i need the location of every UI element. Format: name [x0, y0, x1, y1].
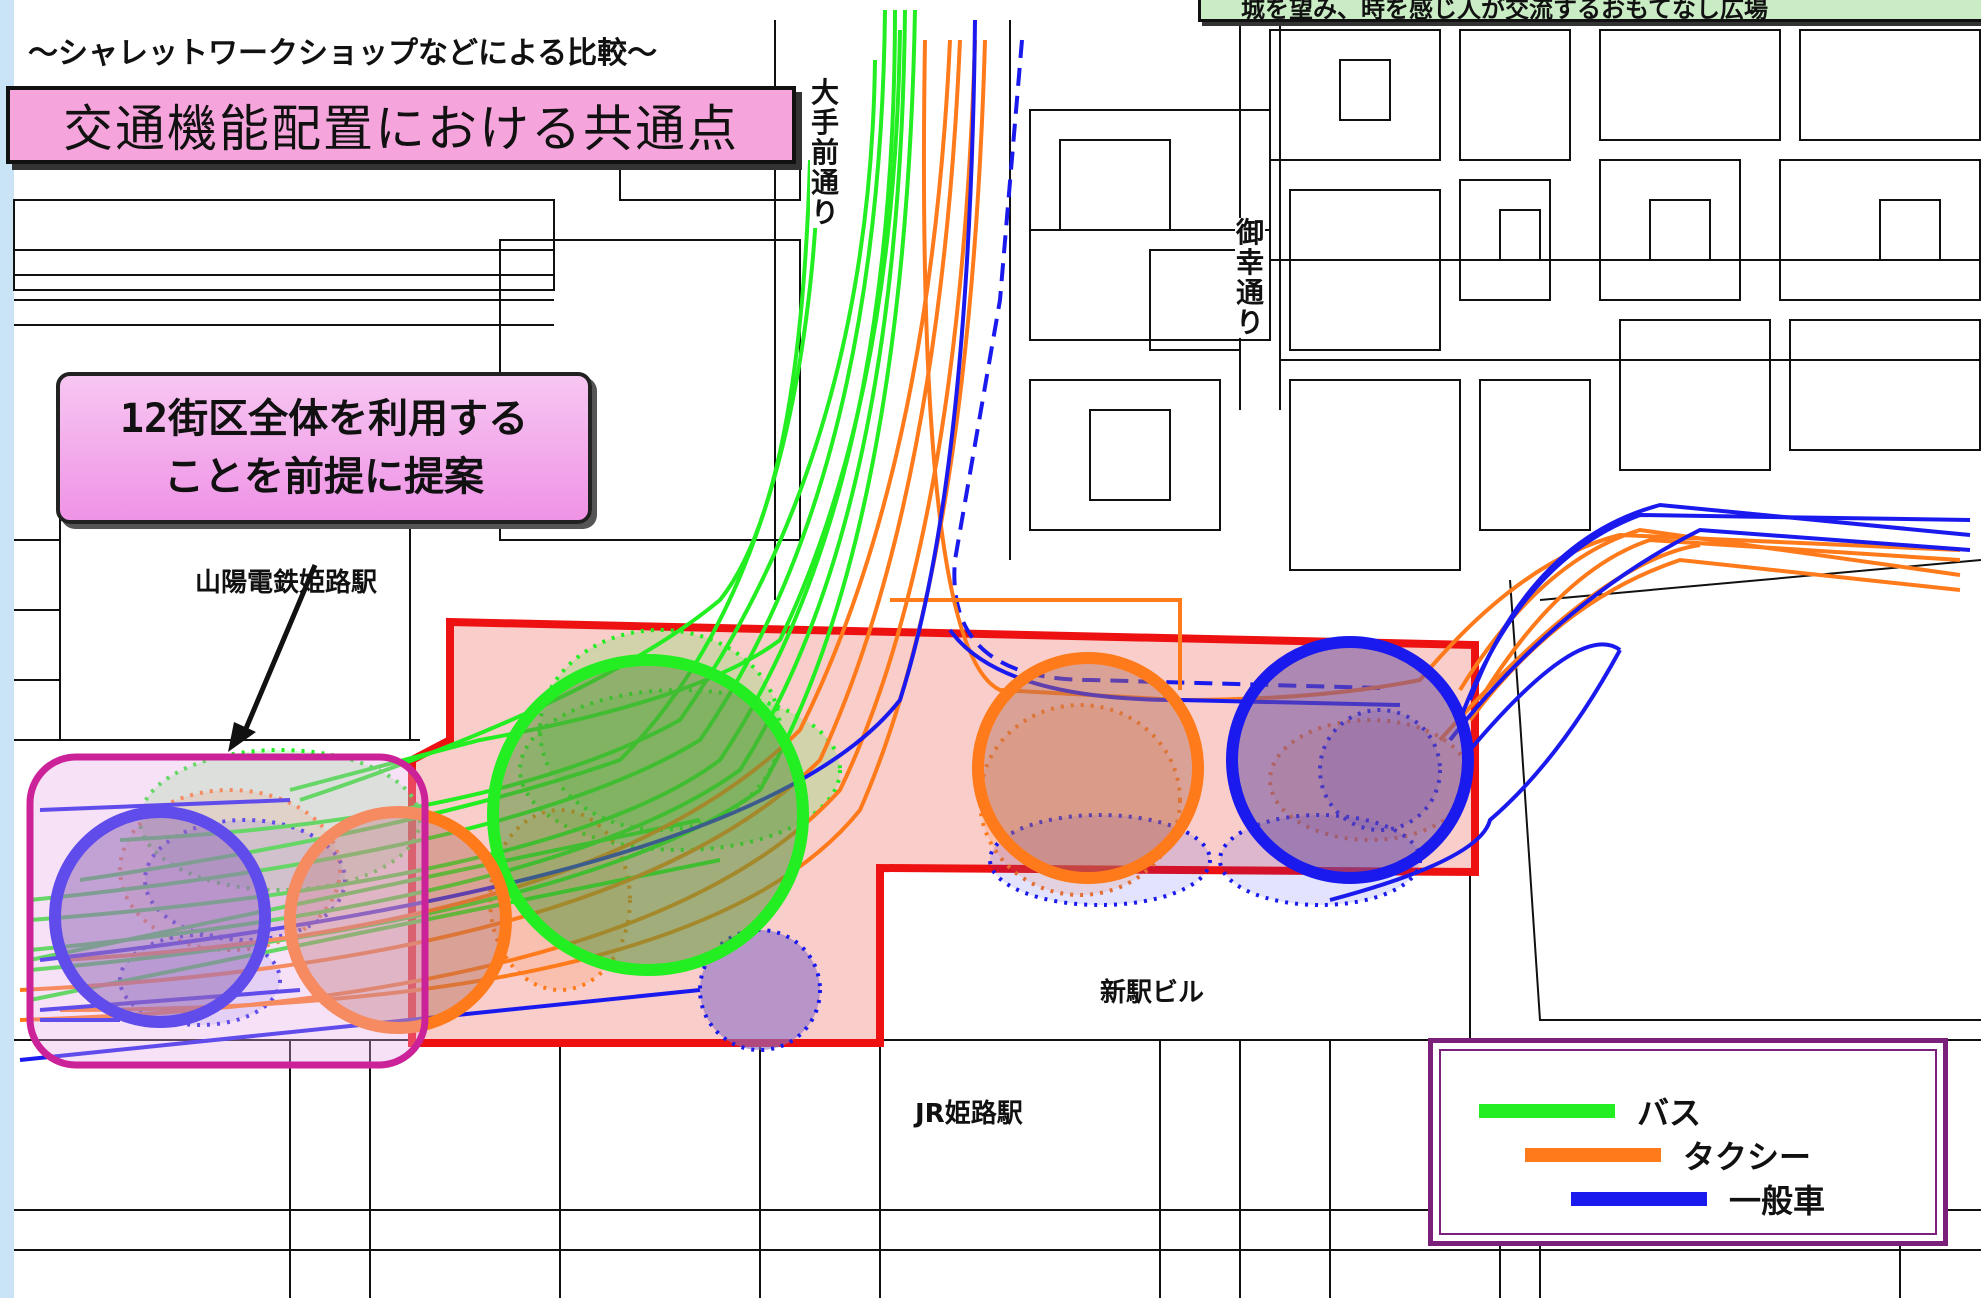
legend-label-bus: バス [1637, 1094, 1702, 1132]
legend-label-taxi: タクシー [1683, 1138, 1812, 1176]
legend-label-car: 一般車 [1729, 1182, 1826, 1220]
proposal-line-2: ことを前提に提案 [164, 454, 484, 500]
car-dashed-route [952, 39, 1381, 690]
title-box: 交通機能配置における共通点 [6, 86, 796, 164]
otemae-dori-label: 大手前通り [810, 76, 840, 229]
taxi-circle-east [972, 652, 1204, 884]
legend-item-car: 一般車 [1571, 1179, 1826, 1220]
legend-swatch-bus [1479, 1104, 1615, 1118]
subtitle: ～シャレットワークショップなどによる比較～ [28, 36, 658, 71]
pointer-arrow [228, 564, 318, 752]
proposal-callout: 12街区全体を利用する ことを前提に提案 [56, 372, 592, 524]
banner: 城を望み、時を感じ人が交流するおもてなし広場 [1198, 0, 1981, 22]
taxi-circle-west [284, 806, 512, 1034]
legend-item-taxi: タクシー [1525, 1135, 1812, 1176]
new-station-building-label: 新駅ビル [1100, 978, 1205, 1008]
bus-circle [487, 654, 809, 976]
miyuki-dori-label: 御幸通り [1235, 216, 1265, 339]
legend-swatch-taxi [1525, 1148, 1661, 1162]
proposal-line-1: 12街区全体を利用する [119, 396, 529, 442]
banner-text: 城を望み、時を感じ人が交流するおもてなし広場 [1241, 0, 1769, 22]
page-title: 交通機能配置における共通点 [63, 100, 739, 158]
car-circle-west [49, 806, 271, 1028]
legend-item-bus: バス [1479, 1091, 1702, 1132]
sanyo-station-label: 山陽電鉄姫路駅 [195, 568, 378, 598]
jr-station-label: JR姫路駅 [915, 1099, 1023, 1129]
proposal-frame [26, 753, 429, 1069]
function-circles [49, 636, 1474, 1034]
car-routes [19, 19, 1971, 1062]
legend-swatch-car [1571, 1192, 1707, 1206]
car-circle-east [1226, 636, 1474, 884]
legend: バス タクシー 一般車 [1428, 1038, 1948, 1246]
